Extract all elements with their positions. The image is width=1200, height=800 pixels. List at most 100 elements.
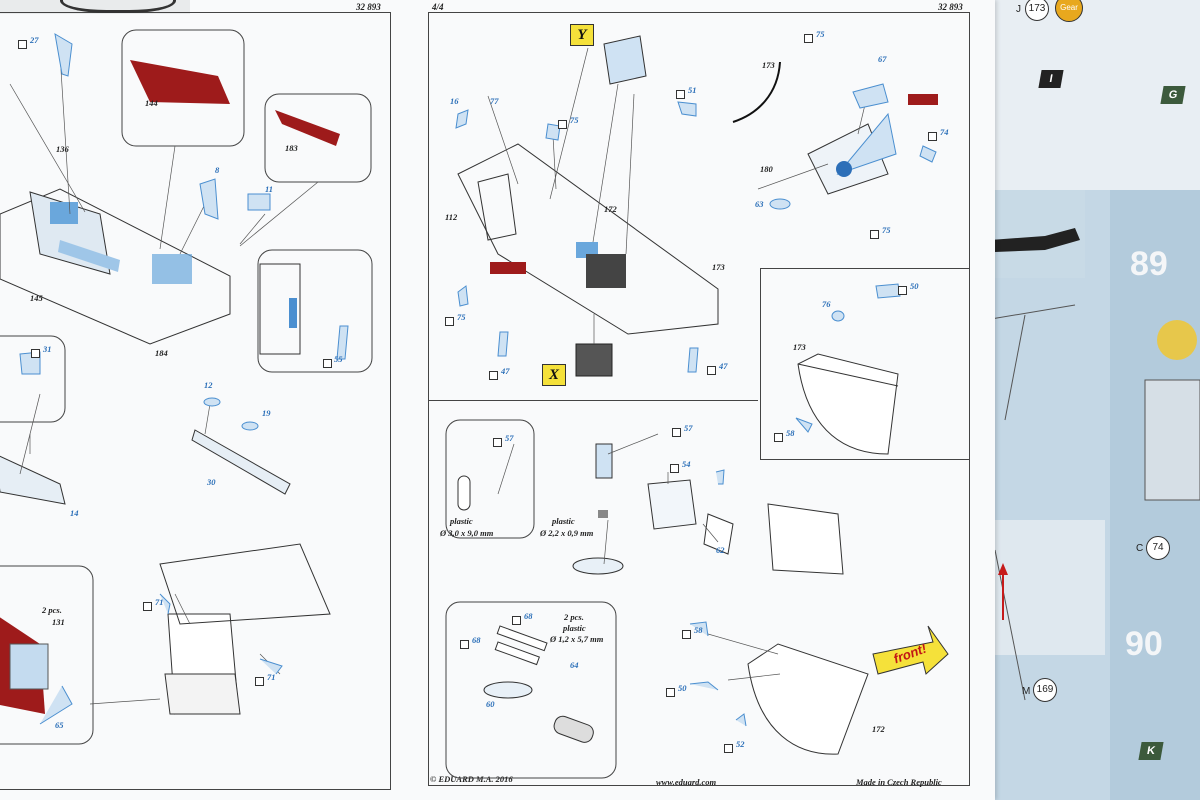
marker-x: X [542, 364, 566, 386]
part-76: 76 [822, 299, 831, 309]
part-173b: 173 [712, 262, 725, 272]
part-12: 12 [204, 380, 213, 390]
part-63: 63 [755, 199, 764, 209]
check-51 [676, 86, 685, 104]
part-47a: 47 [501, 366, 510, 376]
check-47a [489, 367, 498, 385]
part-68b: 68 [524, 611, 533, 621]
part-60: 60 [486, 699, 495, 709]
part-173c: 173 [793, 342, 806, 352]
check-58a [774, 429, 783, 447]
part-71a: 71 [155, 597, 164, 607]
check-55 [323, 355, 332, 373]
part-57a: 57 [505, 433, 514, 443]
page-number: 4/4 [432, 2, 444, 12]
circle-prefix-j: J [1016, 4, 1021, 15]
left-page-code: 32 893 [356, 2, 381, 12]
part-75a: 75 [570, 115, 579, 125]
right-page-divider [428, 400, 758, 401]
part-50a: 50 [910, 281, 919, 291]
circle-prefix-c: C [1136, 543, 1144, 554]
check-71a [143, 598, 152, 616]
circle-74: 74 [1146, 536, 1170, 560]
part-75b: 75 [816, 29, 825, 39]
step-number-89: 89 [1130, 245, 1168, 283]
part-62: 62 [716, 545, 725, 555]
flag-g: G [1160, 86, 1186, 104]
part-112: 112 [445, 212, 458, 222]
check-47b [707, 362, 716, 380]
part-8: 8 [215, 165, 220, 175]
website: www.eduard.com [656, 777, 717, 787]
check-71b [255, 673, 264, 691]
circle-173: 173 [1025, 0, 1049, 21]
part-27: 27 [30, 35, 39, 45]
part-183: 183 [285, 143, 298, 153]
part-65: 65 [55, 720, 64, 730]
part-77: 77 [490, 96, 499, 106]
check-68a [460, 636, 469, 654]
part-172a: 172 [604, 204, 617, 214]
part-180: 180 [760, 164, 773, 174]
plastic-note-1: plastic [450, 516, 473, 526]
check-74 [928, 128, 937, 146]
left-page-diagram [0, 29, 373, 745]
flag-k: K [1138, 742, 1164, 760]
part-64: 64 [570, 660, 579, 670]
part-16: 16 [450, 96, 459, 106]
part-58b: 58 [694, 625, 703, 635]
made-in: Made in Czech Republic [856, 777, 942, 787]
check-75b [804, 30, 813, 48]
circle-prefix-m: M [1022, 686, 1031, 697]
part-74: 74 [940, 127, 949, 137]
plastic-note-2: plastic [552, 516, 575, 526]
flag-i: I [1038, 70, 1064, 88]
right-page-code: 32 893 [938, 2, 963, 12]
plastic-note-3b: plastic [563, 623, 586, 633]
circle-169: 169 [1033, 678, 1057, 702]
left-page-frame [0, 12, 391, 790]
gear-badge: Gear [1055, 0, 1083, 22]
step-number-90: 90 [1125, 625, 1163, 663]
part-30: 30 [207, 477, 216, 487]
part-75d: 75 [457, 312, 466, 322]
part-172b: 172 [872, 724, 885, 734]
part-52: 52 [736, 739, 745, 749]
part-75c: 75 [882, 225, 891, 235]
check-54 [670, 460, 679, 478]
part-14: 14 [70, 508, 79, 518]
part-136: 136 [56, 144, 69, 154]
part-131: 131 [52, 617, 65, 627]
plastic-dim-1: Ø 3,0 x 9,0 mm [440, 528, 494, 538]
part-173a: 173 [762, 60, 775, 70]
check-57b [672, 424, 681, 442]
part-31: 31 [43, 344, 52, 354]
check-58b [682, 626, 691, 644]
part-58a: 58 [786, 428, 795, 438]
check-52 [724, 740, 733, 758]
right-page-frame [428, 12, 970, 786]
part-11: 11 [265, 184, 274, 194]
check-50a [898, 282, 907, 300]
part-144: 144 [145, 98, 158, 108]
check-75d [445, 313, 454, 331]
seat-2pcs-note: 2 pcs. [42, 605, 62, 615]
part-47b: 47 [719, 361, 728, 371]
part-51: 51 [688, 85, 697, 95]
check-75a [558, 116, 567, 134]
inset-frame [760, 268, 969, 460]
part-71b: 71 [267, 672, 276, 682]
part-184: 184 [155, 348, 168, 358]
check-57a [493, 434, 502, 452]
part-54: 54 [682, 459, 691, 469]
check-68b [512, 612, 521, 630]
plastic-dim-3: Ø 1,2 x 5,7 mm [550, 634, 604, 644]
check-50b [666, 684, 675, 702]
part-68a: 68 [472, 635, 481, 645]
background-sheet [985, 0, 1200, 800]
right-page-diagram [445, 35, 949, 779]
check-27 [18, 36, 27, 54]
marker-y: Y [570, 24, 594, 46]
copyright: © EDUARD M.A. 2016 [430, 774, 513, 784]
check-75c [870, 226, 879, 244]
